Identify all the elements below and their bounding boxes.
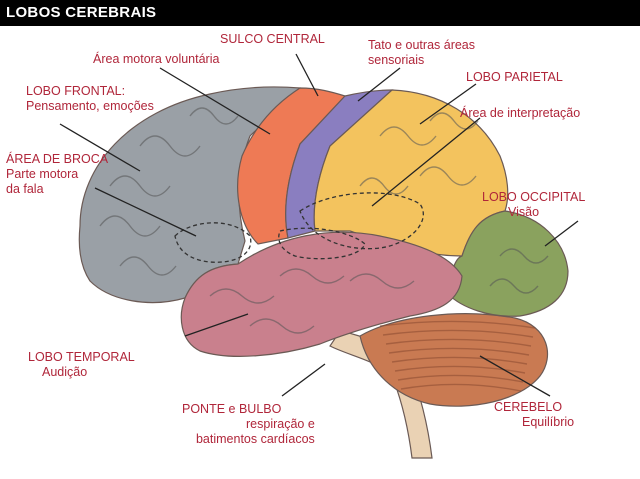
gyrus-line bbox=[489, 278, 539, 294]
cerebellum-fold bbox=[382, 329, 534, 338]
leader-frontal bbox=[59, 123, 141, 172]
cerebellum-fold bbox=[397, 374, 524, 383]
gyrus-line bbox=[249, 318, 315, 334]
gyrus-line bbox=[209, 288, 275, 304]
label-area-interpretacao: Área de interpretação bbox=[460, 106, 581, 120]
gyrus-line bbox=[379, 126, 437, 146]
gyri-lines bbox=[99, 107, 549, 392]
cerebellum-fold bbox=[394, 365, 526, 374]
gyrus-line bbox=[419, 166, 477, 186]
leader-lines bbox=[59, 53, 579, 397]
gyrus-line bbox=[499, 248, 549, 264]
wernicke-outline bbox=[299, 192, 424, 250]
cerebellum-fold bbox=[400, 383, 522, 392]
diagram-panel: SULCO CENTRAL Área motora voluntária Tat… bbox=[0, 26, 640, 479]
gyrus-line bbox=[119, 256, 177, 276]
label-lobo-frontal: LOBO FRONTAL:Pensamento, emoções bbox=[26, 84, 154, 113]
page-title: LOBOS CEREBRAIS bbox=[6, 4, 157, 21]
motor-cortex bbox=[237, 87, 347, 245]
leader-parietal bbox=[419, 83, 477, 125]
leader-broca bbox=[94, 187, 197, 237]
gyrus-line bbox=[139, 135, 201, 157]
leader-sulco bbox=[295, 53, 319, 97]
title-bar: LOBOS CEREBRAIS bbox=[0, 0, 640, 26]
leader-ponte bbox=[281, 363, 326, 397]
auditory-outline bbox=[278, 227, 366, 260]
leader-motora bbox=[159, 67, 271, 135]
cerebellum-fold bbox=[388, 347, 530, 356]
gyrus-line bbox=[349, 273, 415, 289]
broca-outline bbox=[174, 222, 252, 263]
label-area-motora: Área motora voluntária bbox=[93, 52, 220, 66]
label-lobo-parietal: LOBO PARIETAL bbox=[466, 70, 563, 84]
gyrus-line bbox=[429, 112, 479, 130]
cerebellum bbox=[359, 313, 549, 407]
gyrus-line bbox=[109, 175, 171, 197]
label-sulco-central: SULCO CENTRAL bbox=[220, 32, 325, 46]
leader-temporal bbox=[184, 313, 249, 337]
gyrus-line bbox=[279, 268, 345, 284]
cerebellum-fold bbox=[391, 356, 528, 365]
gyrus-line bbox=[189, 107, 239, 125]
gyrus-line bbox=[99, 215, 161, 237]
leader-cerebelo bbox=[479, 355, 551, 397]
leader-occipital bbox=[544, 220, 579, 247]
leader-tato bbox=[357, 67, 401, 102]
cerebellum-fold bbox=[385, 338, 532, 347]
occipital-lobe bbox=[447, 210, 569, 317]
leader-interp bbox=[371, 117, 481, 207]
cerebellum-fold bbox=[379, 320, 536, 329]
brain-illustration bbox=[59, 53, 579, 459]
gyrus-line bbox=[359, 177, 409, 195]
